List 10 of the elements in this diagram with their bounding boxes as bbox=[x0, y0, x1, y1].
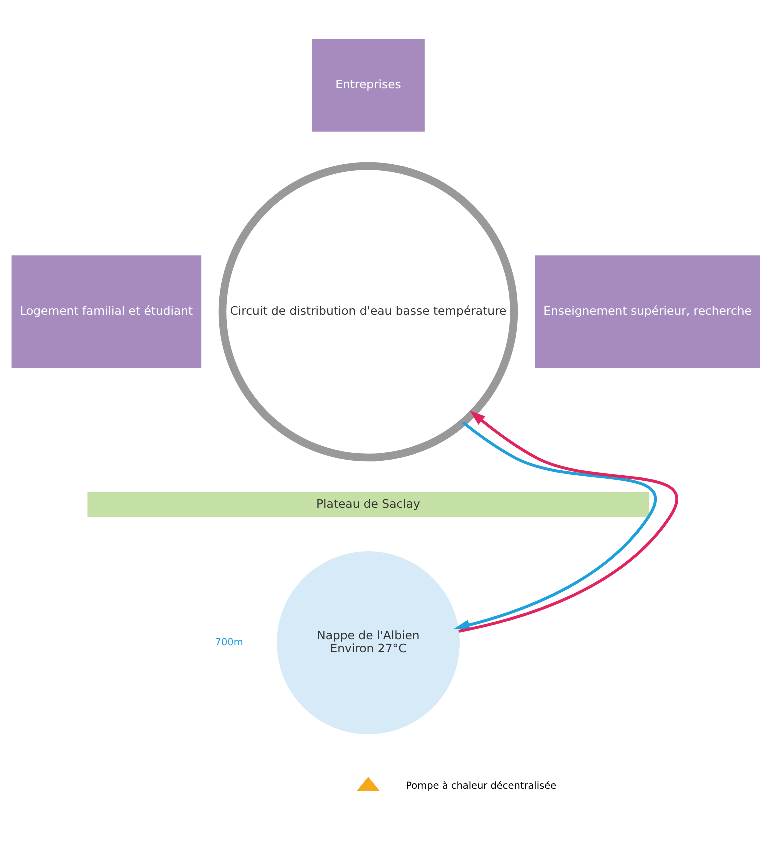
node-box: Enseignement supérieur, recherche bbox=[535, 256, 760, 368]
node-box: Entreprises bbox=[312, 39, 425, 132]
node-circle: Circuit de distribution d'eau basse température bbox=[218, 162, 518, 462]
node-box: Plateau de Saclay bbox=[88, 492, 650, 518]
arrow bbox=[458, 410, 678, 633]
node-circle: Nappe de l'Albien Environ 27°C bbox=[277, 552, 460, 735]
arrow bbox=[454, 422, 657, 631]
legend-label: Pompe à chaleur décentralisée bbox=[406, 781, 557, 792]
label: 700m bbox=[215, 637, 244, 648]
node-box: Logement familial et étudiant bbox=[12, 256, 202, 368]
